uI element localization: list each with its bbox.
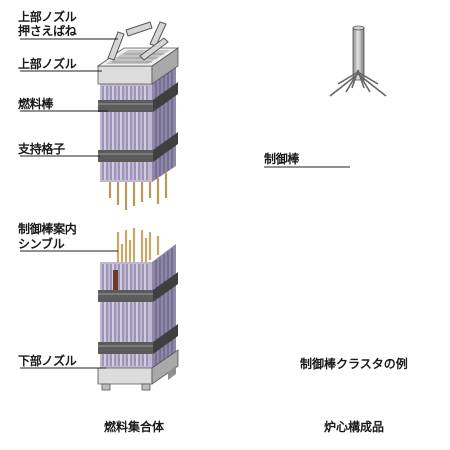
fuel-assembly-caption: 燃料集合体	[104, 420, 165, 434]
label-guide-thimble-1: 制御棒案内	[18, 222, 77, 236]
fuel-assembly-upper	[96, 21, 180, 210]
core-components-caption: 炉心構成品	[324, 420, 385, 434]
hold-down-springs	[107, 21, 169, 61]
fuel-rod-ends-upper	[108, 172, 168, 210]
label-support-grid: 支持格子	[18, 142, 65, 156]
support-grid-lower-1	[98, 272, 178, 302]
upper-nozzle	[96, 47, 180, 85]
support-grid-lower-2	[98, 324, 178, 354]
control-rods-upper	[328, 84, 388, 220]
support-grid-upper-1	[98, 82, 178, 112]
guide-thimbles	[116, 228, 160, 262]
rcc-hub	[329, 25, 387, 97]
label-guide-thimble-2: シンブル	[18, 237, 65, 251]
lower-nozzle	[97, 349, 179, 391]
label-upper-nozzle-spring-1: 上部ノズル	[18, 10, 77, 24]
control-rods-lower	[328, 232, 388, 346]
label-upper-nozzle: 上部ノズル	[18, 57, 77, 71]
label-fuel-rod: 燃料棒	[18, 97, 54, 111]
label-lower-nozzle: 下部ノズル	[18, 354, 77, 368]
label-control-rod: 制御棒	[264, 152, 300, 166]
leader-lines-fuel-assembly	[20, 38, 118, 369]
label-upper-nozzle-spring-2: 押さえばね	[18, 24, 77, 38]
control-rod-cluster-example	[264, 25, 388, 346]
rcc-example-caption: 制御棒クラスタの例	[300, 357, 408, 371]
fuel-assembly-lower	[97, 228, 179, 391]
support-grid-upper-2	[98, 132, 178, 162]
